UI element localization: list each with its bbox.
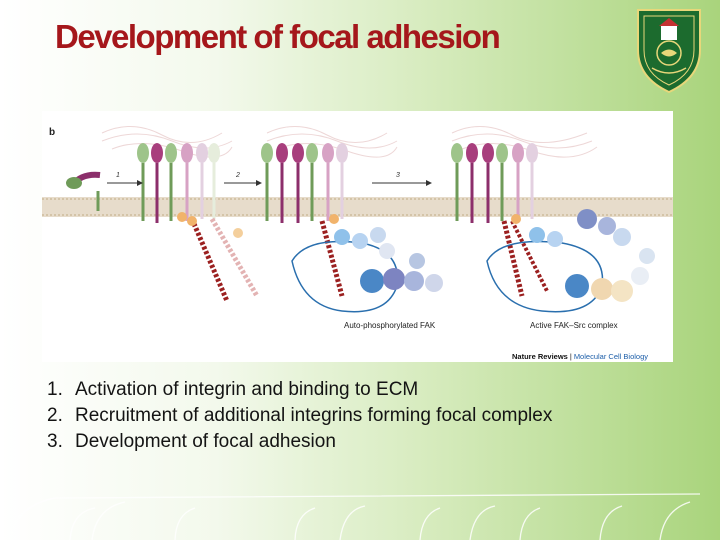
talin-actin-chain-2 <box>322 214 342 296</box>
caption-active-fak-src: Active FAK–Src complex <box>530 321 618 330</box>
slide-title: Development of focal adhesion <box>55 18 499 56</box>
university-emblem-icon <box>634 6 704 94</box>
credit-journal: Nature Reviews <box>512 352 568 361</box>
list-item-text: Recruitment of additional integrins form… <box>75 405 552 426</box>
talin-actin-chain-1 <box>177 212 257 301</box>
talin-actin-chain-3 <box>504 214 547 296</box>
fak-complex-left <box>292 227 443 312</box>
step-arrow-3 <box>372 180 432 186</box>
credit-subject: Molecular Cell Biology <box>574 352 648 361</box>
list-item-text: Activation of integrin and binding to EC… <box>75 379 418 400</box>
step-label-3: 3 <box>396 172 400 179</box>
step-arrow-1 <box>107 180 143 186</box>
list-item-number: 3. <box>47 429 75 455</box>
list-item-number: 1. <box>47 377 75 403</box>
footer-decoration <box>0 478 720 540</box>
steps-list: 1.Activation of integrin and binding to … <box>47 377 552 455</box>
list-item-number: 2. <box>47 403 75 429</box>
list-item: 3.Development of focal adhesion <box>47 429 552 455</box>
list-item-text: Development of focal adhesion <box>75 431 336 452</box>
focal-adhesion-diagram: b 1 2 3 Auto-phosphorylated FAK Active F… <box>42 111 673 362</box>
step-label-1: 1 <box>116 172 120 179</box>
credit-separator: | <box>570 352 572 361</box>
figure-credit: Nature Reviews|Molecular Cell Biology <box>512 352 648 361</box>
panel-letter: b <box>49 127 55 138</box>
step-arrow-2 <box>224 180 262 186</box>
list-item: 2.Recruitment of additional integrins fo… <box>47 403 552 429</box>
step-label-2: 2 <box>236 172 240 179</box>
caption-auto-phosphorylated-fak: Auto-phosphorylated FAK <box>344 321 435 330</box>
list-item: 1.Activation of integrin and binding to … <box>47 377 552 403</box>
